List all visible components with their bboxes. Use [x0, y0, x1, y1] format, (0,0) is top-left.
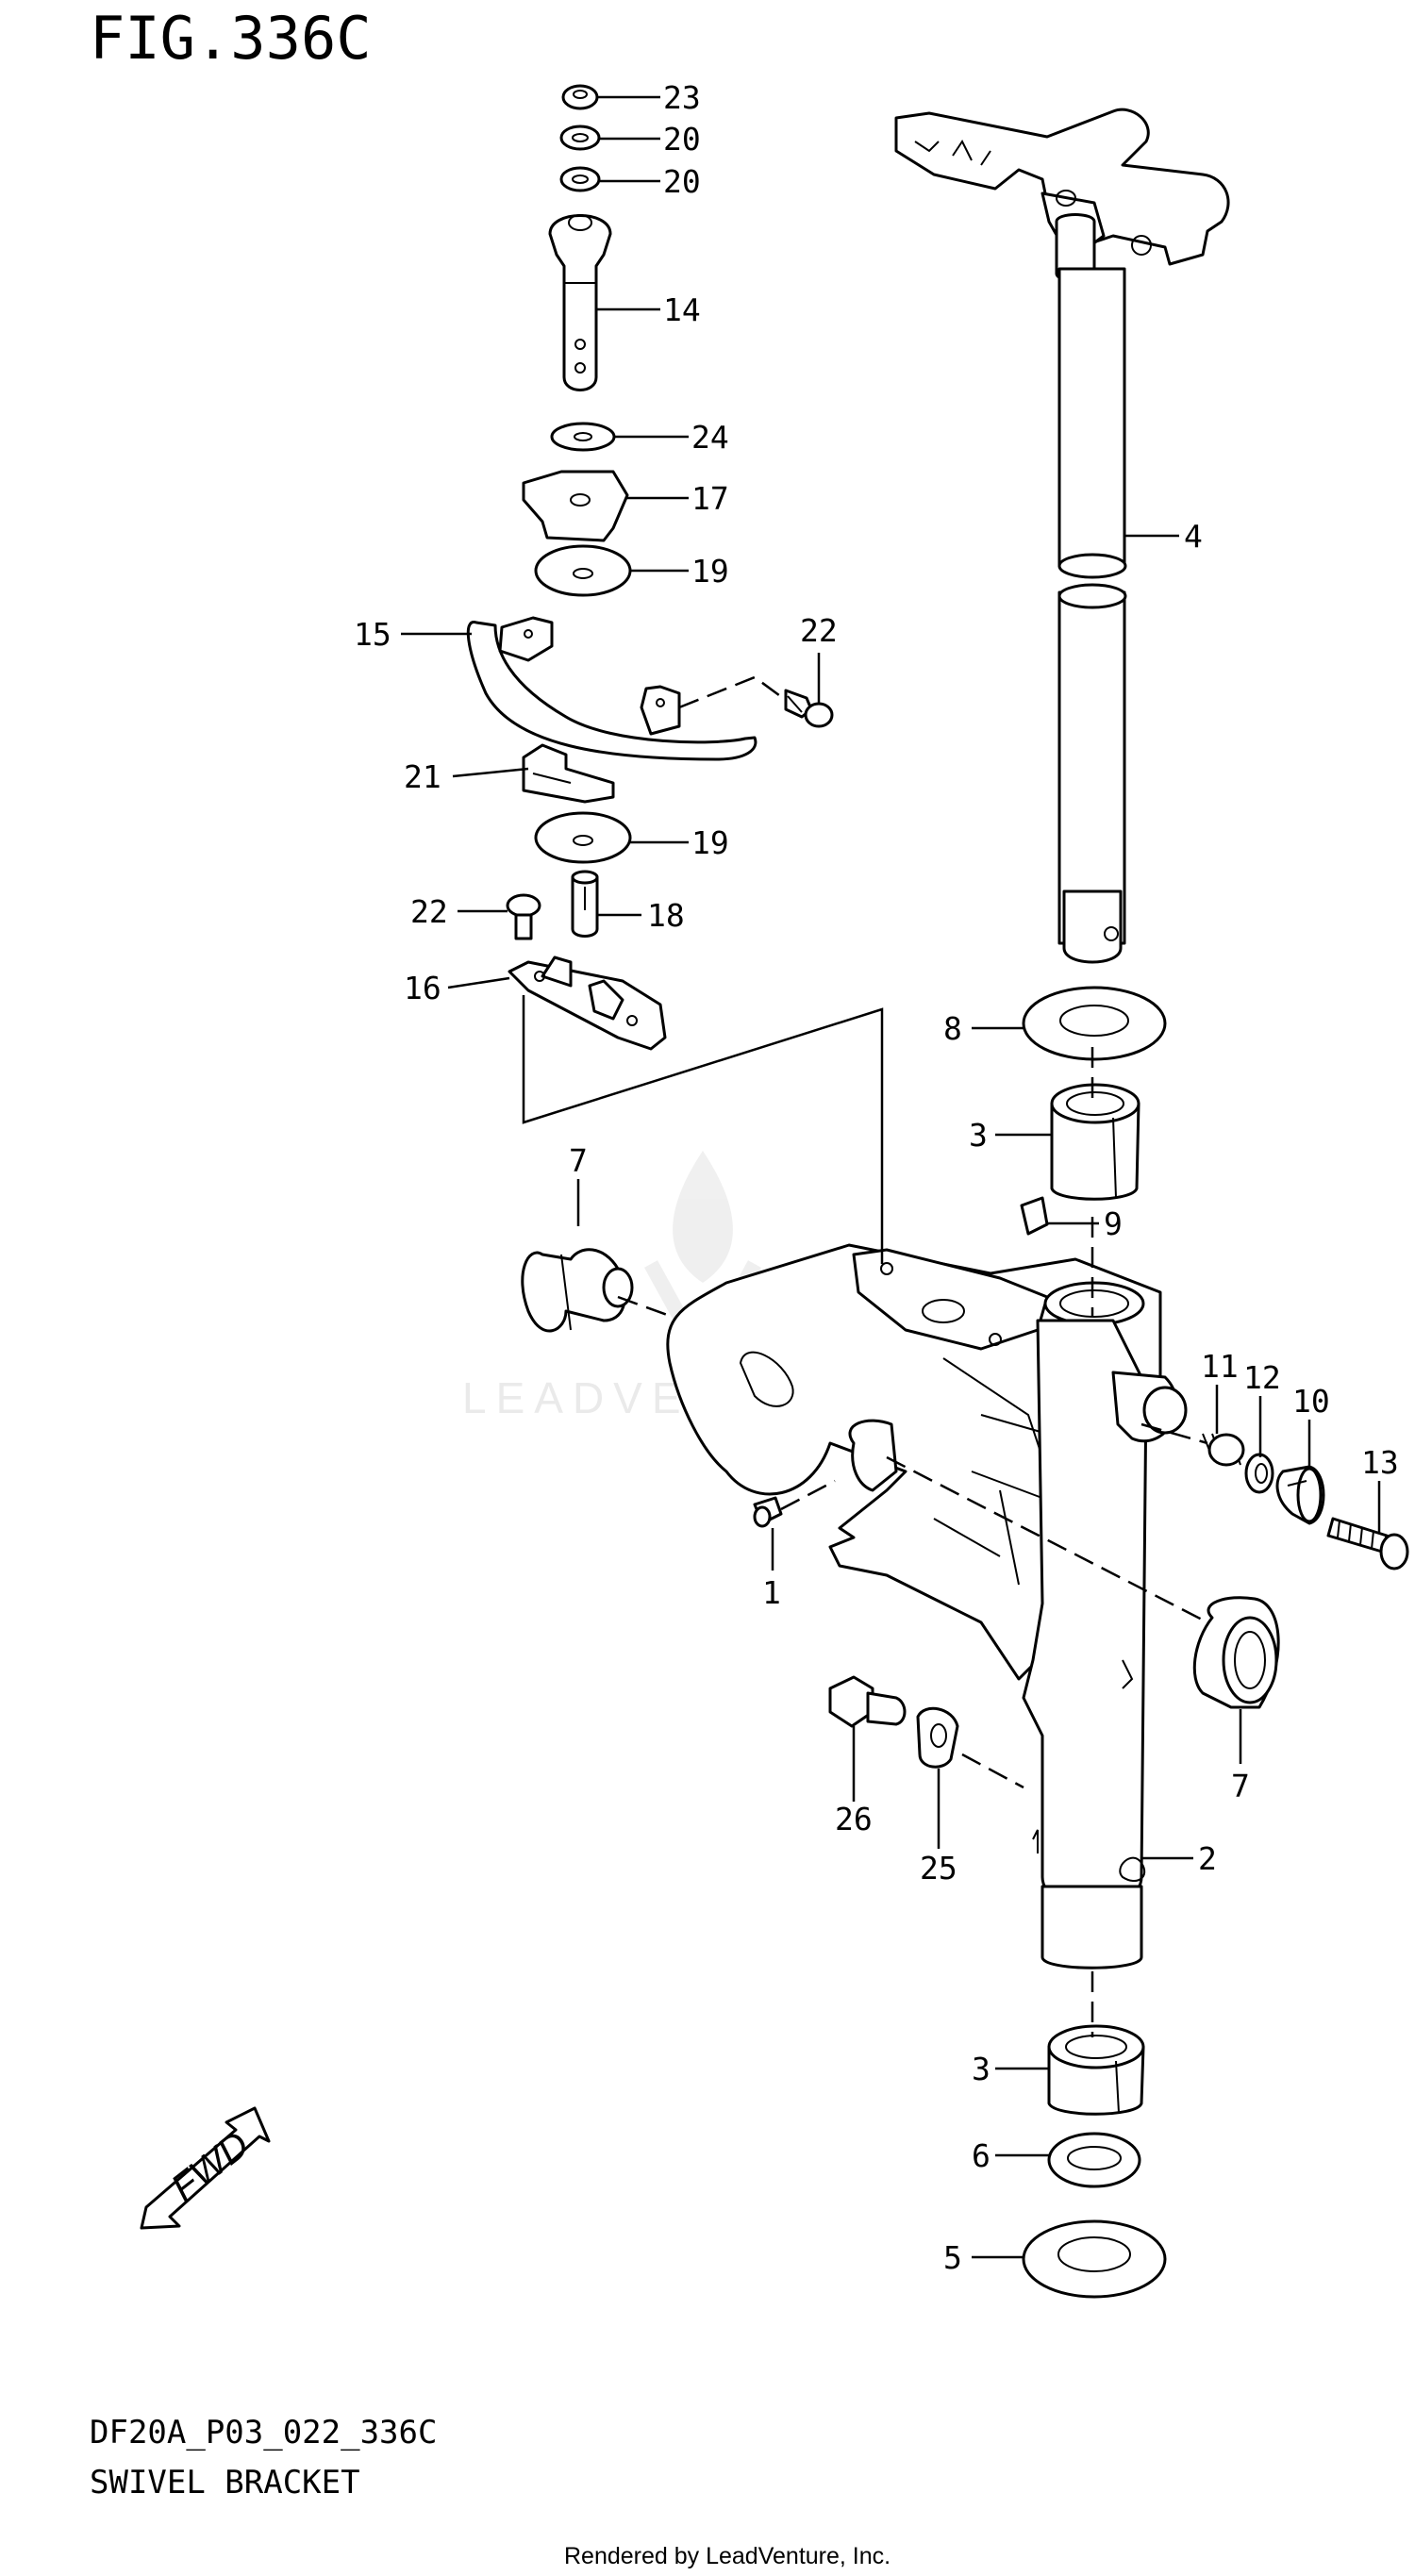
callouts: 23 20 20 14 24 17 19 15 22 21 19 22 18 1…	[354, 79, 1399, 2276]
part-block-9	[1020, 1196, 1049, 1236]
callout-18: 18	[647, 897, 685, 934]
part-washer-20b	[559, 166, 601, 192]
part-bushing-3a	[1050, 1083, 1140, 1201]
fwd-arrow-icon: FWD	[140, 2106, 271, 2230]
part-swivel-bracket-2	[666, 1243, 1188, 1969]
part-bushing-3b	[1047, 2024, 1145, 2116]
callout-6: 6	[972, 2137, 990, 2174]
center-lines	[522, 675, 1208, 2037]
render-credit: Rendered by LeadVenture, Inc.	[564, 2543, 891, 2569]
part-steering-shaft-4	[1057, 267, 1127, 964]
part-bushing-7a	[521, 1248, 634, 1333]
callout-3: 3	[969, 1117, 988, 1154]
part-handle-15	[466, 616, 757, 761]
callout-19: 19	[691, 553, 729, 590]
part-bolt-13	[1326, 1517, 1409, 1571]
callout-15: 15	[354, 616, 391, 653]
callout-13: 13	[1361, 1444, 1399, 1481]
callout-11: 11	[1201, 1348, 1239, 1385]
part-washer-6	[1047, 2132, 1141, 2188]
figure-title: FIG.336C	[90, 4, 372, 73]
part-cap-10	[1275, 1465, 1325, 1525]
callout-21: 21	[404, 758, 441, 795]
callout-26: 26	[835, 1801, 873, 1837]
callout-22: 22	[800, 612, 838, 649]
callout-3: 3	[972, 2051, 990, 2087]
part-plate-21	[522, 743, 615, 804]
part-steering-arm-4	[894, 108, 1230, 282]
callout-2: 2	[1198, 1840, 1217, 1877]
callout-22: 22	[410, 893, 448, 930]
part-pin-18	[571, 870, 599, 938]
part-grease-nipple-1	[753, 1496, 783, 1528]
part-collar-25	[916, 1706, 959, 1769]
callout-16: 16	[404, 970, 441, 1006]
part-bolt-22b	[506, 893, 541, 940]
part-nut-23	[561, 84, 599, 110]
part-bolt-26	[828, 1675, 907, 1728]
callout-leaders	[401, 95, 1381, 2259]
part-spring-11	[1202, 1433, 1245, 1467]
callout-7: 7	[1231, 1768, 1250, 1804]
part-lever-14	[548, 214, 612, 391]
callout-4: 4	[1184, 518, 1203, 555]
callout-10: 10	[1292, 1383, 1330, 1420]
part-bolt-22a	[784, 689, 834, 728]
callout-23: 23	[663, 79, 701, 116]
figure-code: DF20A_P03_022_336C	[90, 2414, 437, 2451]
figure-name: SWIVEL BRACKET	[90, 2464, 360, 2501]
part-bracket-16	[508, 956, 667, 1051]
part-bushing-7b	[1192, 1596, 1280, 1709]
callout-1: 1	[762, 1574, 781, 1611]
callout-14: 14	[663, 291, 701, 328]
callout-5: 5	[943, 2239, 962, 2276]
part-plate-17	[522, 470, 629, 542]
part-washer-12	[1244, 1453, 1274, 1494]
callout-20: 20	[663, 163, 701, 200]
callout-8: 8	[943, 1010, 962, 1047]
part-washer-19b	[534, 811, 632, 864]
callout-24: 24	[691, 419, 729, 456]
part-washer-24	[550, 422, 616, 452]
part-washer-20a	[559, 125, 601, 151]
callout-25: 25	[920, 1850, 957, 1886]
callout-19: 19	[691, 824, 729, 861]
part-washer-5	[1022, 2219, 1167, 2299]
part-washer-8	[1022, 986, 1167, 1061]
callout-12: 12	[1243, 1359, 1281, 1396]
part-washer-19a	[534, 544, 632, 597]
callout-9: 9	[1104, 1205, 1123, 1242]
callout-20: 20	[663, 121, 701, 158]
callout-17: 17	[691, 480, 729, 517]
callout-7: 7	[569, 1142, 588, 1179]
